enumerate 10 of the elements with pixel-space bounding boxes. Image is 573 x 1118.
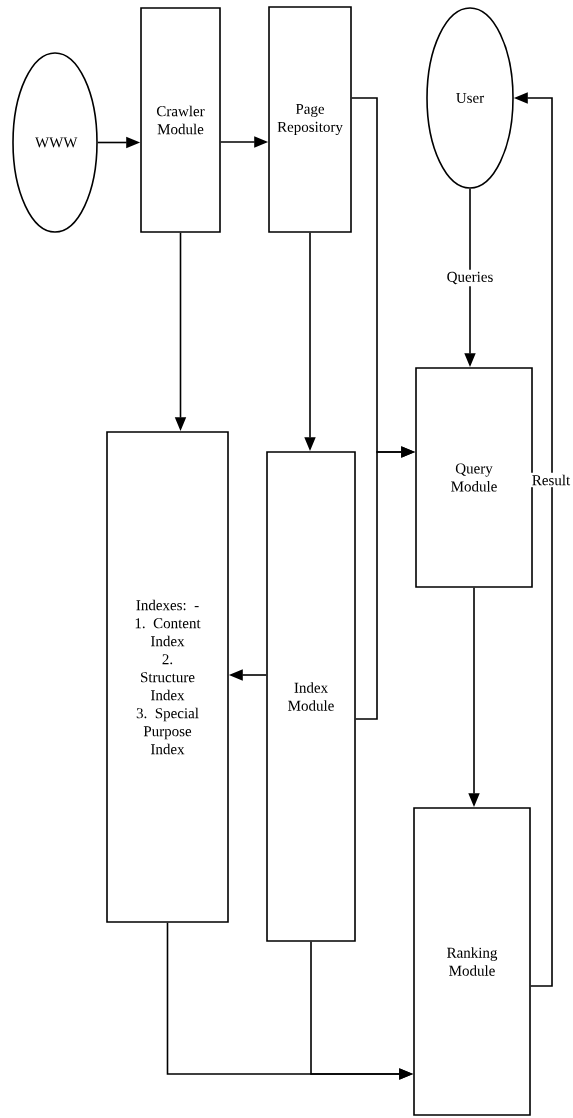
process-box: Query Module: [415, 367, 533, 588]
process-box: Page Repository: [268, 6, 352, 233]
process-box: Ranking Module: [413, 807, 531, 1116]
ellipse-node: WWW: [12, 52, 98, 233]
edge-label: Result: [529, 472, 573, 488]
process-box: Indexes: - 1. Content Index 2. Structure Index 3. Special Purpose Index: [106, 431, 229, 923]
ellipse-node: User: [426, 7, 514, 189]
process-box: Crawler Module: [140, 7, 221, 233]
process-box: Index Module: [266, 451, 356, 942]
edge-label: Queries: [444, 269, 496, 287]
